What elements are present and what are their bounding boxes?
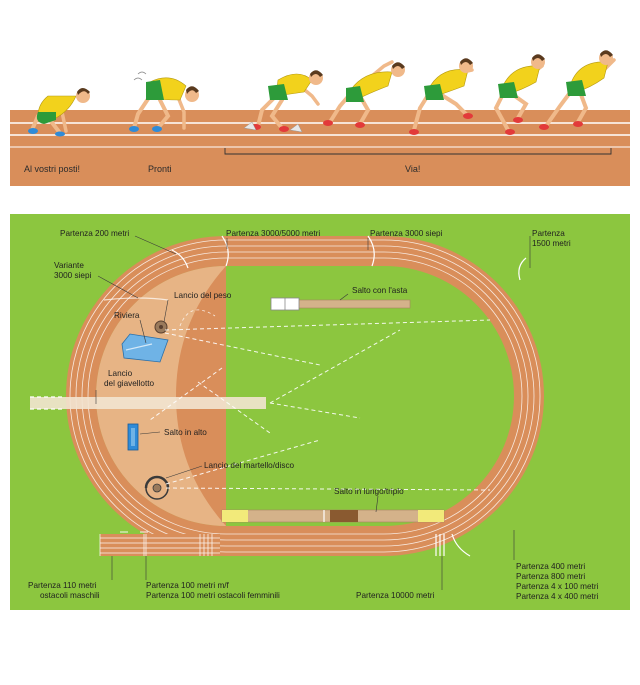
label-partenza-100-line1: Partenza 100 metri m/f bbox=[146, 581, 230, 590]
runner-sprint bbox=[539, 50, 616, 130]
label-variante-line1: Variante bbox=[54, 261, 84, 270]
runner-set bbox=[129, 71, 199, 132]
label-partenza-10000: Partenza 10000 metri bbox=[356, 591, 434, 600]
label-partenza-3000-5000: Partenza 3000/5000 metri bbox=[226, 229, 320, 238]
label-partenza-4x400: Partenza 4 x 400 metri bbox=[516, 592, 599, 601]
sprint-straight bbox=[100, 534, 220, 556]
label-lancio-peso: Lancio del peso bbox=[174, 291, 232, 300]
phase-label-marks: Al vostri posti! bbox=[24, 164, 80, 174]
label-partenza-3000-siepi: Partenza 3000 siepi bbox=[370, 229, 443, 238]
phase-label-set: Pronti bbox=[148, 164, 172, 174]
label-partenza-4x100: Partenza 4 x 100 metri bbox=[516, 582, 599, 591]
throwing-sectors bbox=[149, 319, 491, 491]
label-partenza-200: Partenza 200 metri bbox=[60, 229, 129, 238]
runner-crouched bbox=[28, 88, 90, 137]
label-partenza-1500-line1: Partenza bbox=[532, 229, 565, 238]
label-salto-asta: Salto con l'asta bbox=[352, 286, 408, 295]
runner-drive bbox=[323, 60, 405, 128]
stadium: Partenza 200 metri Partenza 3000/5000 me… bbox=[10, 214, 630, 610]
field-events-area bbox=[96, 266, 226, 526]
label-partenza-800: Partenza 800 metri bbox=[516, 572, 585, 581]
javelin-runway bbox=[30, 397, 266, 409]
start-sequence: Al vostri posti! Pronti Via! bbox=[10, 50, 630, 186]
label-ostacoli-110-line2: ostacoli maschili bbox=[40, 591, 100, 600]
runner-push bbox=[243, 70, 323, 133]
phase-label-go: Via! bbox=[405, 164, 420, 174]
label-martello-disco: Lancio del martello/disco bbox=[204, 461, 295, 470]
water-jump bbox=[121, 333, 169, 363]
label-partenza-100-line2: Partenza 100 metri ostacoli femminili bbox=[146, 591, 280, 600]
label-partenza-1500-line2: 1500 metri bbox=[532, 239, 571, 248]
track-strip bbox=[10, 110, 630, 186]
label-riviera: Riviera bbox=[114, 311, 140, 320]
label-giavellotto-line2: del giavellotto bbox=[104, 379, 155, 388]
via-bracket bbox=[224, 148, 612, 155]
label-salto-alto: Salto in alto bbox=[164, 428, 207, 437]
label-partenza-400: Partenza 400 metri bbox=[516, 562, 585, 571]
label-giavellotto-line1: Lancio bbox=[108, 369, 133, 378]
runner-accelerate bbox=[409, 58, 474, 135]
leader-lines bbox=[95, 235, 531, 590]
runner-stride bbox=[493, 54, 545, 135]
label-ostacoli-110-line1: Partenza 110 metri bbox=[28, 581, 97, 590]
label-variante-line2: 3000 siepi bbox=[54, 271, 92, 280]
start-marks bbox=[171, 235, 527, 557]
label-salto-lungo: Salto in lungo/triplo bbox=[334, 487, 404, 496]
